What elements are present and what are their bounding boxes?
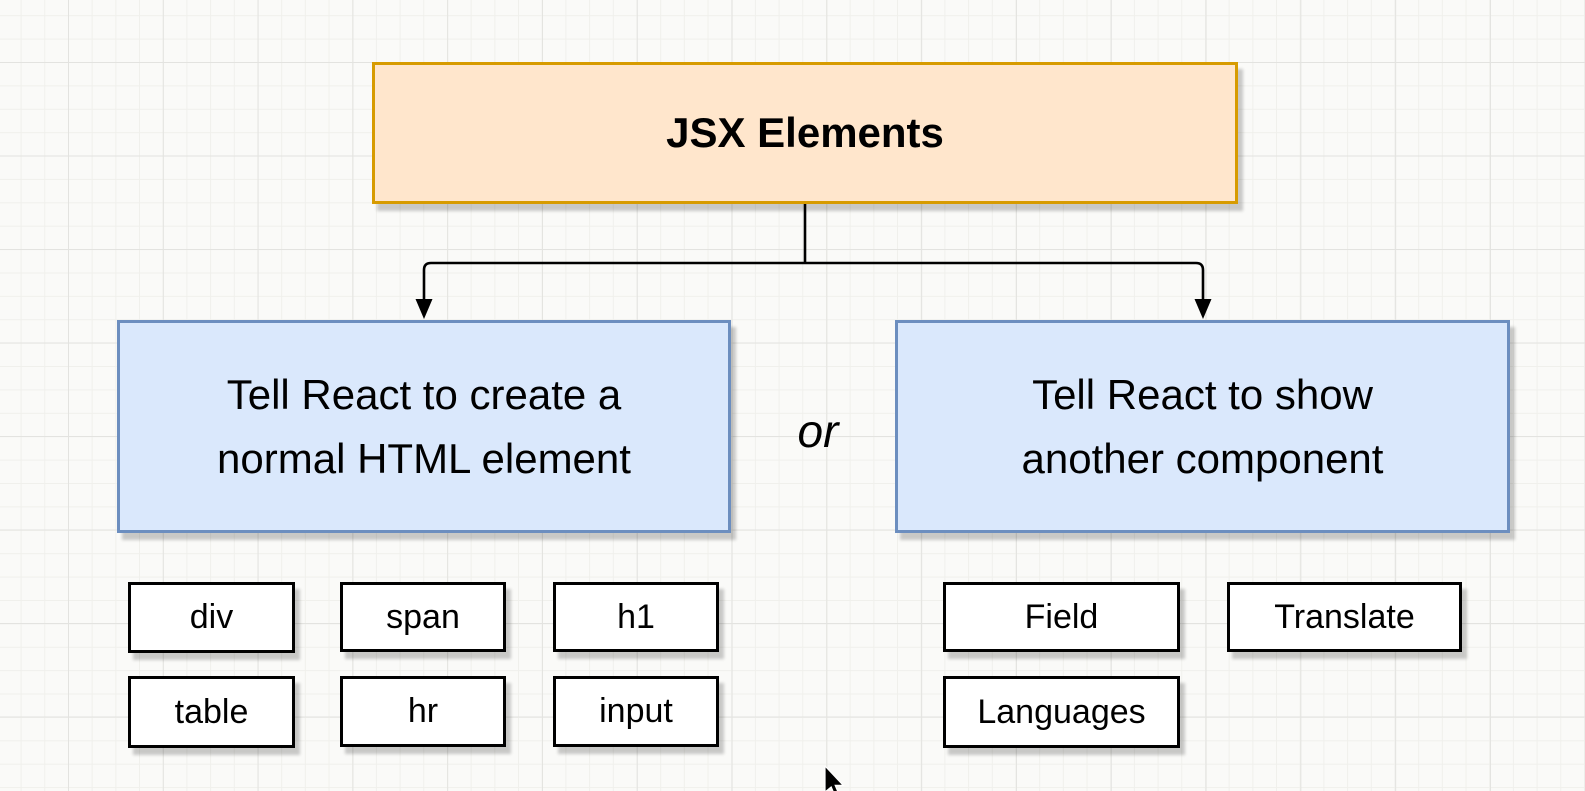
root-node-jsx-elements[interactable]: JSX Elements [372, 62, 1238, 204]
node-languages[interactable]: Languages [943, 676, 1180, 748]
node-span-label: span [386, 597, 460, 636]
node-table-label: table [174, 692, 249, 731]
node-languages-label: Languages [977, 692, 1146, 731]
node-h1[interactable]: h1 [553, 582, 719, 652]
node-table[interactable]: table [128, 676, 295, 748]
node-div-label: div [189, 598, 234, 636]
branch-node-html-element[interactable]: Tell React to create a normal HTML eleme… [117, 320, 731, 533]
arrowhead-right [1194, 299, 1212, 319]
node-translate[interactable]: Translate [1227, 582, 1462, 652]
node-input-label: input [599, 692, 673, 730]
node-field[interactable]: Field [943, 582, 1180, 652]
or-label: or [797, 405, 839, 457]
node-hr-label: hr [407, 692, 439, 730]
branch-node-component[interactable]: Tell React to show another component [895, 320, 1510, 533]
node-input[interactable]: input [553, 676, 719, 747]
node-hr[interactable]: hr [340, 676, 506, 747]
branch-left-label: Tell React to create a normal HTML eleme… [217, 370, 631, 482]
branch-right-label: Tell React to show another component [1021, 370, 1384, 482]
mouse-cursor-icon [824, 766, 845, 791]
node-h1-label: h1 [617, 597, 655, 636]
node-div[interactable]: div [128, 582, 295, 653]
root-node-label: JSX Elements [666, 109, 944, 156]
node-field-label: Field [1024, 597, 1099, 636]
arrowhead-left [415, 299, 433, 319]
node-translate-label: Translate [1274, 597, 1415, 636]
node-span[interactable]: span [340, 582, 506, 652]
